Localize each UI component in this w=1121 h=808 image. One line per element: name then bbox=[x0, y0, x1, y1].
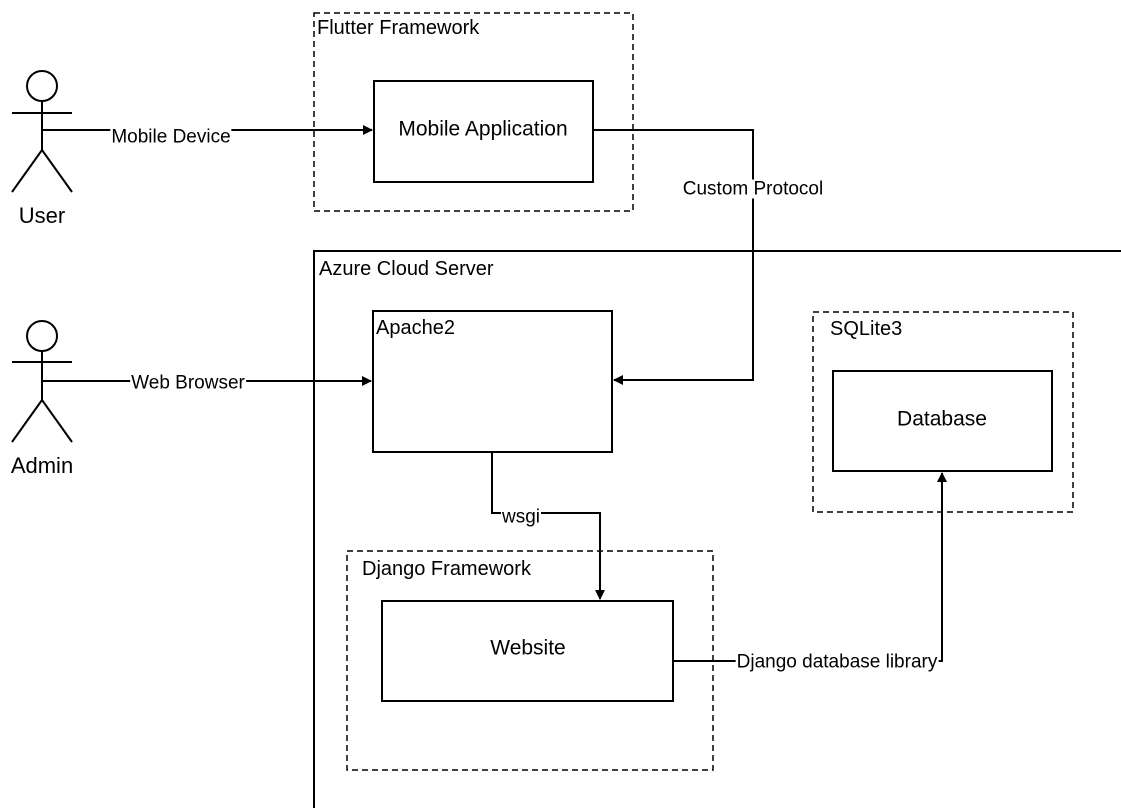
mobile-device-edge-label: Mobile Device bbox=[110, 126, 232, 148]
wsgi-edge-label: wsgi bbox=[500, 506, 542, 528]
azure-cloud-server-title: Azure Cloud Server bbox=[319, 258, 494, 280]
custom-protocol-edge bbox=[593, 129, 754, 385]
database-box bbox=[832, 370, 1053, 472]
user-actor-icon bbox=[11, 70, 73, 193]
website-label: Website bbox=[490, 636, 566, 660]
flutter-framework-title: Flutter Framework bbox=[317, 17, 480, 39]
wsgi-edge bbox=[491, 452, 605, 600]
sqlite3-title: SQLite3 bbox=[830, 318, 903, 340]
user-label: User bbox=[18, 203, 66, 228]
website-box bbox=[381, 600, 674, 702]
flutter-framework-container bbox=[313, 12, 634, 212]
azure-cloud-server-container bbox=[313, 250, 1121, 808]
web-browser-edge-label: Web Browser bbox=[130, 372, 246, 394]
apache2-label: Apache2 bbox=[376, 317, 455, 339]
mobile-application-box bbox=[373, 80, 594, 183]
custom-protocol-edge-label: Custom Protocol bbox=[681, 178, 825, 200]
mobile-application-label: Mobile Application bbox=[398, 117, 568, 141]
admin-actor-icon bbox=[11, 320, 73, 443]
database-label: Database bbox=[897, 407, 987, 431]
django-framework-title: Django Framework bbox=[362, 558, 531, 580]
django-db-library-edge-label: Django database library bbox=[735, 651, 939, 673]
admin-label: Admin bbox=[10, 453, 74, 478]
